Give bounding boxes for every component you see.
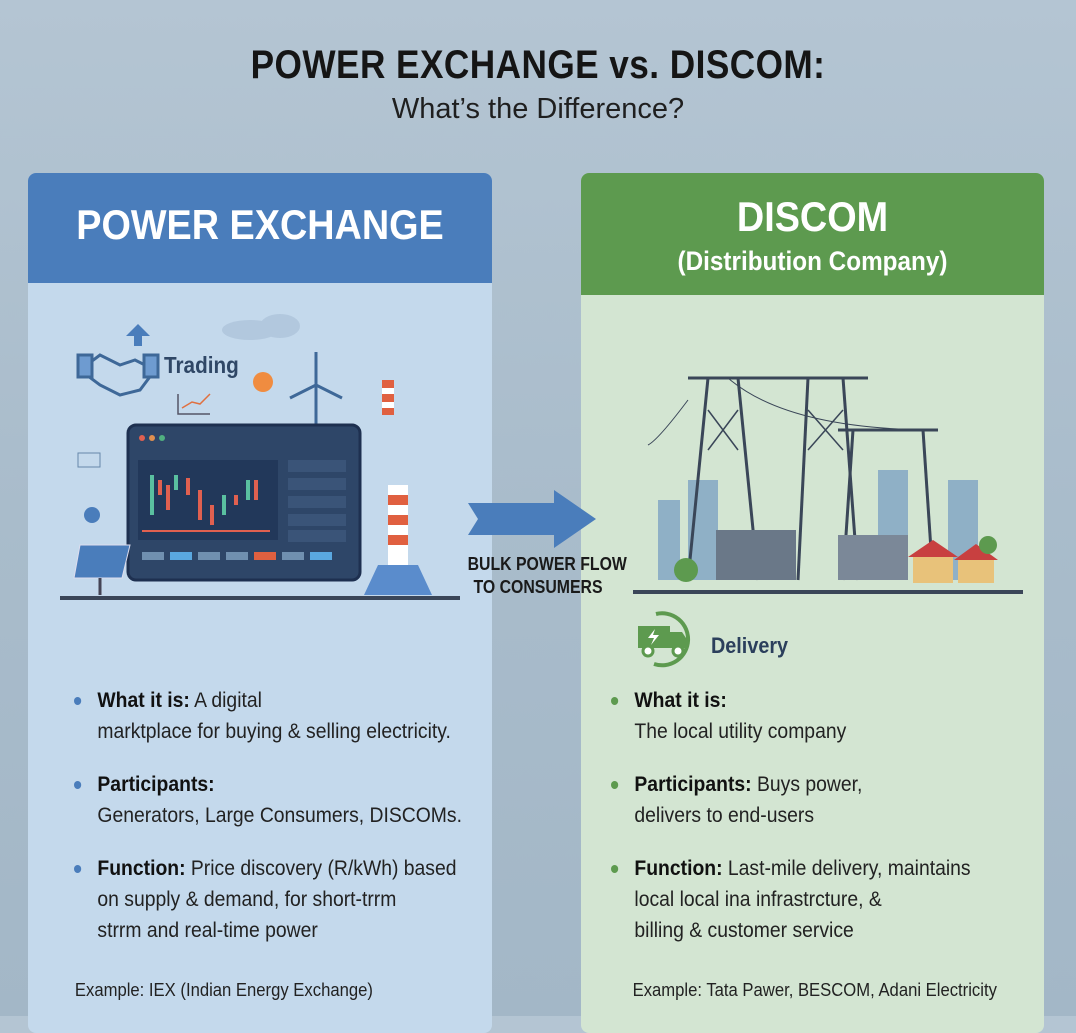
wind-turbine-icon [289, 352, 343, 430]
tree-icon [674, 536, 997, 582]
power-exchange-header: POWER EXCHANGE [28, 173, 492, 283]
bullet-dot [611, 697, 619, 705]
bullet-dot [611, 781, 619, 789]
discom-example: Example: Tata Pawer, BESCOM, Adani Elect… [632, 979, 997, 1000]
trading-label: Trading [164, 352, 239, 378]
pin-label-icon [77, 452, 101, 468]
bullet-dot [611, 865, 619, 873]
power-exchange-title: POWER EXCHANGE [76, 201, 444, 248]
discom-title: DISCOM [736, 193, 889, 240]
substation-illustration [633, 376, 1023, 594]
power-exchange-example: Example: IEX (Indian Energy Exchange) [74, 979, 373, 1000]
discom-text: What it is:The local utility company Par… [611, 685, 997, 1002]
discom-subtitle: (Distribution Company) [677, 246, 948, 276]
trading-illustration [60, 314, 460, 600]
solar-panel-icon [73, 544, 131, 595]
bullet-participants: Participants:Generators, Large Consumers… [74, 769, 462, 831]
house-icon [908, 540, 998, 583]
page-subtitle: What’s the Difference? [391, 93, 685, 125]
discom-card: DISCOM (Distribution Company) What it is… [581, 173, 1044, 1033]
page-title: POWER EXCHANGE vs. DISCOM: [250, 43, 826, 87]
tower-small-icon [382, 380, 394, 415]
bullet-what-it-is: What it is:The local utility company [611, 685, 997, 747]
transformer-icon [716, 530, 908, 580]
handshake-icon [76, 353, 160, 397]
delivery-truck-icon [638, 611, 691, 668]
chart-icon [177, 393, 211, 415]
bullet-participants: Participants: Buys power,delivers to end… [611, 769, 997, 831]
discom-bullets: What it is:The local utility company Par… [611, 685, 997, 946]
bulk-flow-arrow-icon [468, 490, 596, 548]
discom-header: DISCOM (Distribution Company) [581, 173, 1044, 295]
power-plant-chimney-icon [364, 485, 432, 595]
clock-icon [253, 372, 273, 392]
bullet-dot [74, 865, 82, 873]
bullet-dot [74, 697, 82, 705]
cloud-icon [222, 314, 300, 340]
delivery-label: Delivery [711, 633, 789, 658]
location-icon [84, 507, 100, 523]
up-arrow-icon [126, 324, 150, 346]
bullet-dot [74, 781, 82, 789]
trading-monitor [126, 423, 362, 582]
